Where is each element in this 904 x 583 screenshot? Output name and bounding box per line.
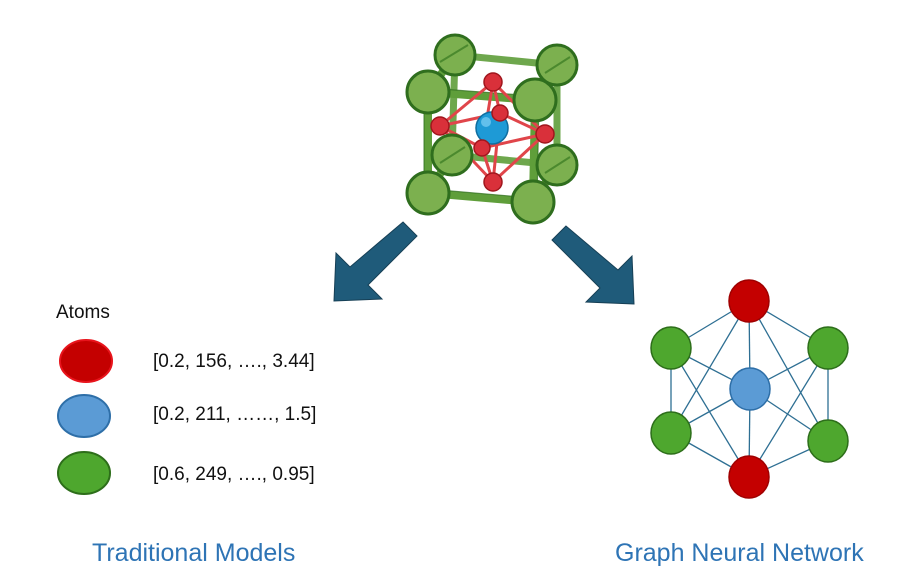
caption-traditional-models: Traditional Models bbox=[92, 539, 296, 567]
graph-node-upper-right bbox=[807, 326, 849, 370]
legend-atom-oxygen bbox=[59, 339, 113, 383]
legend-heading: Atoms bbox=[56, 302, 110, 323]
caption-graph-neural-network: Graph Neural Network bbox=[615, 539, 864, 567]
legend-atom-center bbox=[57, 394, 111, 438]
graph-edge-top-lower-left bbox=[670, 300, 750, 434]
graph-node-bottom bbox=[728, 455, 770, 499]
graph-node-lower-right bbox=[807, 419, 849, 463]
legend-vector-oxygen: [0.2, 156, …., 3.44] bbox=[153, 351, 315, 372]
arrow-to-traditional-models bbox=[333, 221, 418, 302]
graph-node-top bbox=[728, 279, 770, 323]
graph-edge-upper-right-bottom bbox=[748, 347, 829, 478]
graph-node-center bbox=[729, 367, 771, 411]
graph-node-lower-left bbox=[650, 411, 692, 455]
graph-edge-top-lower-right bbox=[748, 300, 829, 442]
arrow-to-graph-neural-network bbox=[551, 225, 635, 305]
legend-atom-corner bbox=[57, 451, 111, 495]
graph-node-upper-left bbox=[650, 326, 692, 370]
legend-vector-center: [0.2, 211, ……, 1.5] bbox=[153, 404, 317, 425]
crystal-structure-illustration bbox=[405, 33, 579, 225]
graph-neural-network-diagram bbox=[650, 279, 849, 499]
graph-edge-upper-left-bottom bbox=[670, 347, 750, 478]
legend-vector-corner: [0.6, 249, …., 0.95] bbox=[153, 464, 315, 485]
